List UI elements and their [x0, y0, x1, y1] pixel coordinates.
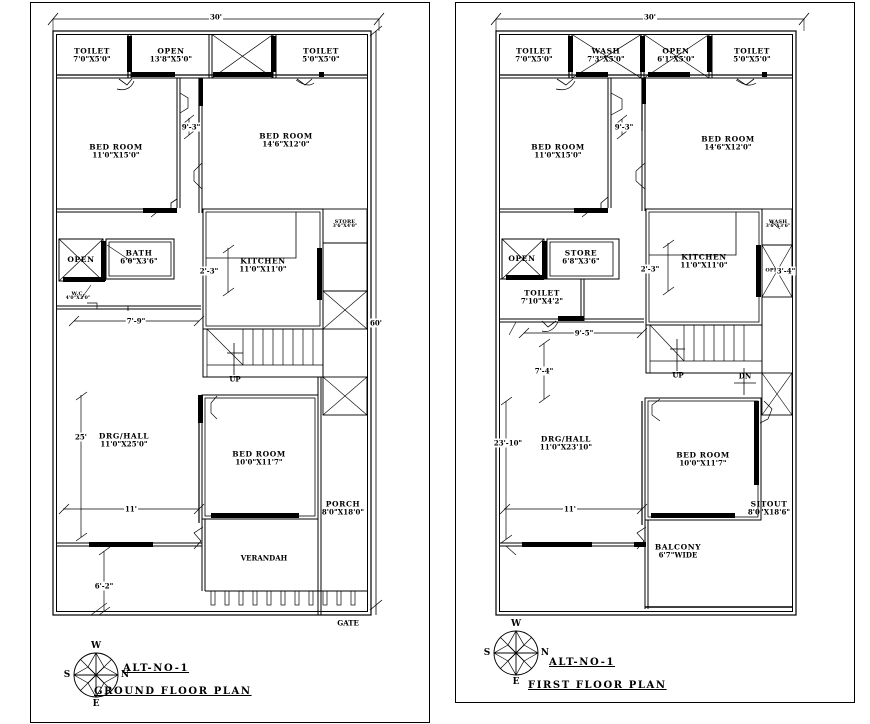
- dim-overall-width: 30': [209, 12, 223, 22]
- dim-6-2: 6'-2": [93, 581, 115, 591]
- room-label-open-top: OPEN 13'8"X5'0": [149, 46, 193, 64]
- ff-dim-11: 11': [563, 504, 577, 514]
- ff-room-label-toilet-1: TOILET 7'0"X5'0": [515, 46, 553, 64]
- ground-floor-linework: [47, 12, 385, 698]
- compass-letter-e: E: [92, 699, 100, 709]
- dim-2-3: 2'-3": [198, 266, 220, 276]
- ff-dim-overall-width: 30': [643, 12, 657, 22]
- first-floor-code: ALT-NO-1: [549, 657, 616, 668]
- room-label-drg-hall: DRG/HALL 11'0"X25'0": [98, 431, 150, 449]
- room-label-toilet-1: TOILET 7'0"X5'0": [73, 46, 111, 64]
- room-label-bath: BATH 6'0"X3'6": [120, 248, 158, 266]
- ground-floor-title: GROUND FLOOR PLAN: [94, 686, 252, 697]
- ff-room-label-toilet-3: TOILET 7'10"X4'2": [520, 288, 564, 306]
- ff-room-label-sitout: SITOUT 8'0"X18'6": [747, 499, 791, 517]
- room-label-open-shaft: OPEN: [67, 255, 95, 265]
- room-label-store: STORE 3'6"X4'0": [332, 218, 358, 230]
- dim-9-3: 9'-3": [180, 122, 202, 132]
- ff-room-label-bedroom-3: BED ROOM 10'0"X11'7": [676, 450, 730, 468]
- room-label-wc: W.C. 4'0"X3'0": [65, 290, 91, 302]
- ff-stair-direction-up: UP: [672, 370, 684, 380]
- ff-dim-23-10: 23'-10": [492, 438, 524, 448]
- ff-dim-3-4: 3'-4": [775, 266, 797, 276]
- ff-room-label-store: STORE 6'8"X3'6": [562, 248, 600, 266]
- compass-letter-n: N: [120, 670, 130, 680]
- dim-7-9: 7'-9": [125, 316, 147, 326]
- room-label-porch: PORCH 8'0"X18'0": [321, 499, 365, 517]
- ff-compass-letter-w: W: [510, 619, 522, 629]
- ground-floor-code: ALT-NO-1: [123, 663, 190, 674]
- ff-dim-9-5: 9'-5": [573, 328, 595, 338]
- ff-dim-9-3: 9'-3": [613, 122, 635, 132]
- ff-dim-2-3: 2'-3": [639, 264, 661, 274]
- ff-compass-letter-s: S: [483, 648, 491, 658]
- room-label-bedroom-3: BED ROOM 10'0"X11'7": [232, 449, 286, 467]
- compass-letter-w: W: [90, 641, 102, 651]
- ff-room-label-open-right: OPEN: [765, 267, 783, 274]
- ff-room-label-bedroom-2: BED ROOM 14'6"X12'0": [701, 134, 755, 152]
- ground-floor-panel: TOILET 7'0"X5'0" OPEN 13'8"X5'0" TOILET …: [30, 2, 430, 723]
- stair-direction-up: UP: [229, 374, 241, 384]
- ff-room-label-balcony: BALCONY 6'7"WIDE: [654, 542, 702, 560]
- ff-compass-letter-n: N: [540, 648, 550, 658]
- dim-overall-depth: 60': [369, 318, 383, 328]
- room-label-bedroom-1: BED ROOM 11'0"X15'0": [89, 142, 143, 160]
- compass-letter-s: S: [63, 670, 71, 680]
- dim-25: 25': [74, 432, 88, 442]
- ff-room-label-bedroom-1: BED ROOM 11'0"X15'0": [531, 142, 585, 160]
- room-label-kitchen: KITCHEN 11'0"X11'0": [239, 256, 287, 274]
- first-floor-panel: TOILET 7'0"X5'0" WASH 7'3"X5'0" OPEN 6'1…: [455, 2, 855, 703]
- ff-room-label-wash: WASH 7'3"X5'0": [587, 46, 625, 64]
- room-label-verandah: VERANDAH: [240, 553, 288, 563]
- room-label-bedroom-2: BED ROOM 14'6"X12'0": [259, 131, 313, 149]
- ff-room-label-toilet-2: TOILET 5'0"X5'0": [733, 46, 771, 64]
- first-floor-linework: [490, 12, 810, 676]
- ff-compass-letter-e: E: [512, 677, 520, 687]
- ff-room-label-open-top: OPEN 6'1"X5'0": [657, 46, 695, 64]
- ff-room-label-kitchen: KITCHEN 11'0"X11'0": [680, 252, 728, 270]
- ff-stair-direction-dn: DN: [738, 371, 752, 381]
- dim-11: 11': [124, 504, 138, 514]
- ff-room-label-wash-2: WASH 3'6"X3'6": [765, 218, 791, 230]
- first-floor-title: FIRST FLOOR PLAN: [528, 680, 667, 691]
- ff-room-label-open-shaft: OPEN: [508, 254, 536, 264]
- ff-dim-7-4: 7'-4": [533, 366, 555, 376]
- ff-room-label-drg-hall: DRG/HALL 11'0"X23'10": [539, 434, 593, 452]
- room-label-toilet-2: TOILET 5'0"X5'0": [302, 46, 340, 64]
- room-label-gate: GATE: [337, 618, 359, 628]
